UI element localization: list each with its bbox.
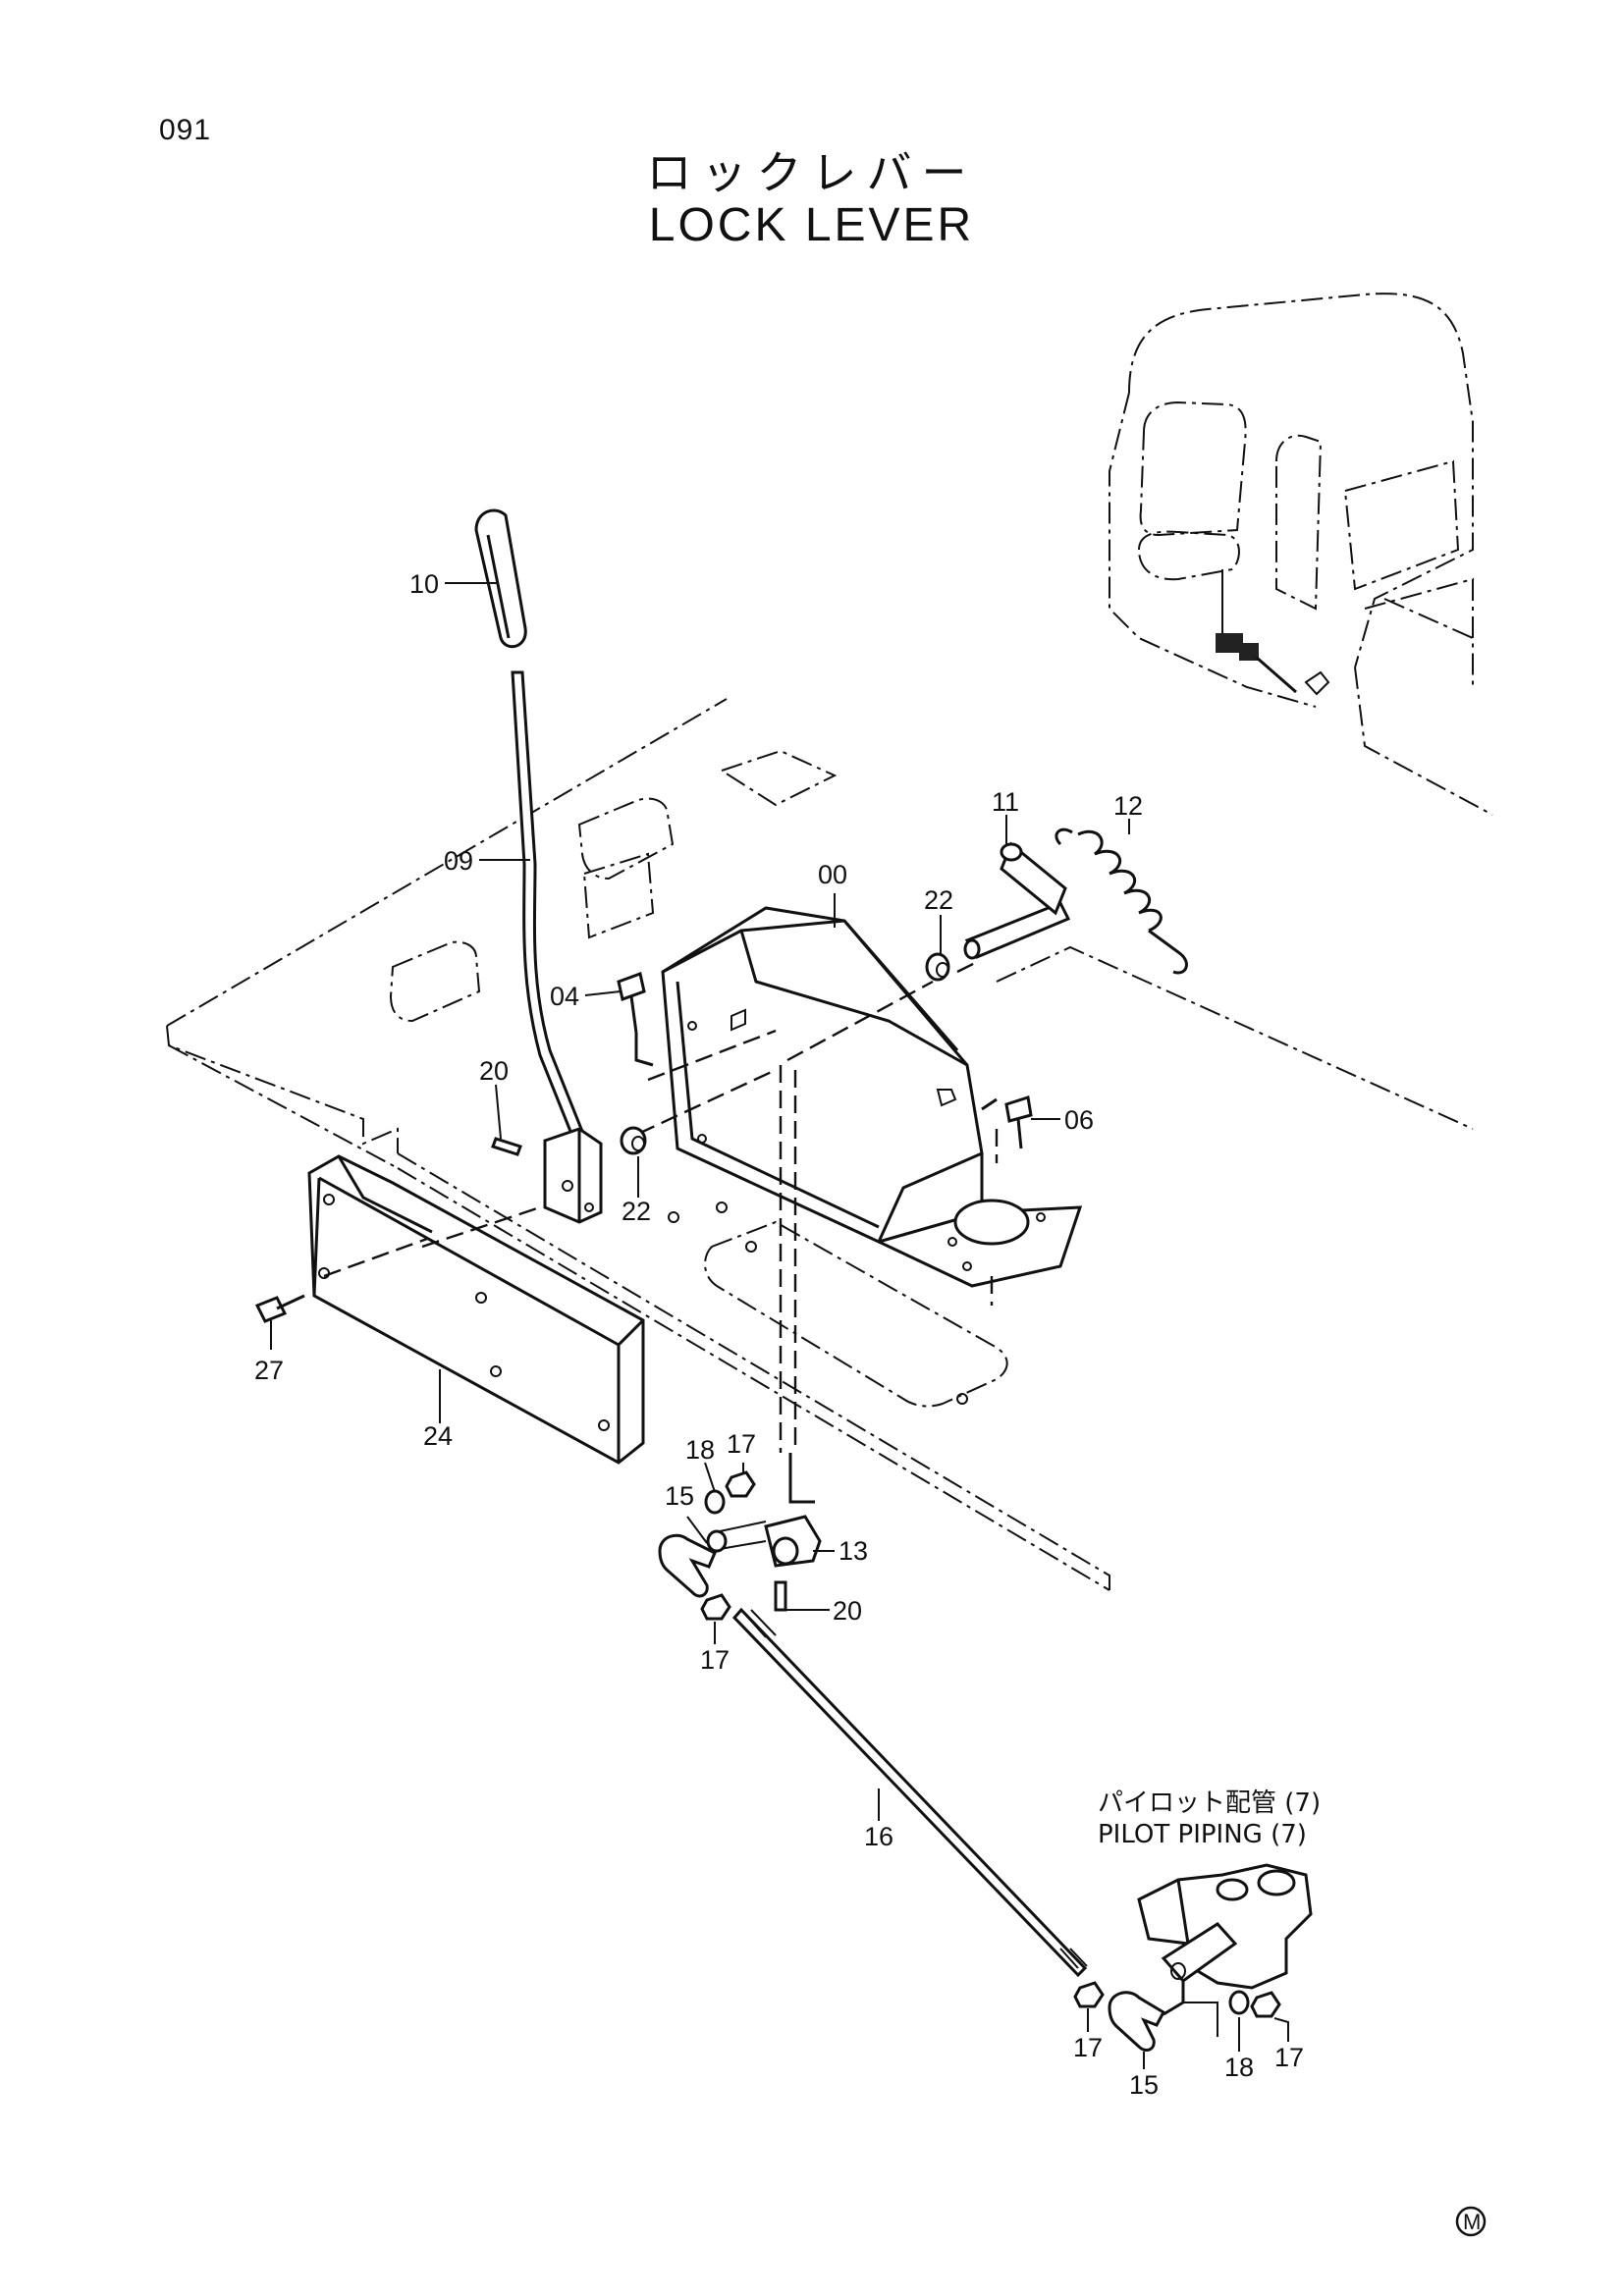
part-10-grip — [474, 508, 527, 649]
callout-15-lower: 15 — [1129, 2070, 1159, 2100]
part-11-pin — [963, 841, 1071, 960]
callout-15-upper: 15 — [665, 1481, 694, 1511]
part-16-rod — [731, 1607, 1088, 1978]
callout-17-c: 17 — [1073, 2033, 1103, 2062]
part-00-bracket — [661, 906, 1083, 1288]
pilot-valve — [1137, 1863, 1313, 2002]
callout-18-upper: 18 — [685, 1435, 715, 1465]
part-17-nut-b — [700, 1593, 731, 1621]
callout-18-lower: 18 — [1224, 2053, 1254, 2082]
page-number: 091 — [159, 114, 212, 146]
part-18-washer-lower — [1228, 1990, 1250, 2015]
part-17-nut-a — [725, 1470, 756, 1498]
callout-13: 13 — [839, 1536, 868, 1566]
callout-09: 09 — [444, 846, 473, 876]
callout-22-lower: 22 — [622, 1197, 651, 1226]
callout-17-d: 17 — [1274, 2043, 1304, 2072]
part-24-plate — [307, 1154, 645, 1465]
part-04-bolt — [617, 972, 654, 1067]
callout-04: 04 — [550, 982, 579, 1011]
part-22-bushing-lower — [620, 1126, 647, 1155]
part-18-washer-upper — [704, 1489, 726, 1515]
title-english: LOCK LEVER — [648, 199, 975, 251]
part-27-bolt — [254, 1294, 305, 1323]
callout-17-b: 17 — [700, 1645, 730, 1675]
part-15-rod-end-lower — [1108, 1991, 1184, 2052]
callout-labels: 10 09 00 11 12 22 04 06 20 22 27 24 18 1… — [254, 569, 1304, 2100]
callout-20-upper: 20 — [479, 1056, 509, 1086]
part-15-rod-end-upper — [658, 1533, 717, 1598]
cab-inset — [1109, 293, 1493, 816]
note-japanese: パイロット配管 (7) — [1098, 1789, 1321, 1818]
part-20-pin-upper — [491, 1137, 522, 1156]
part-17-nut-c — [1073, 1981, 1105, 2008]
alignment-lines — [323, 960, 999, 1558]
note-english: PILOT PIPING (7) — [1098, 1820, 1307, 1849]
part-20-pin-lower — [774, 1580, 787, 1612]
circled-m-mark: M — [1455, 2206, 1487, 2237]
callout-20-lower: 20 — [833, 1596, 862, 1626]
part-17-nut-d — [1250, 1991, 1281, 2018]
callout-17-a: 17 — [727, 1429, 756, 1459]
callout-22-upper: 22 — [924, 885, 953, 915]
callout-24: 24 — [423, 1421, 453, 1451]
callout-10: 10 — [409, 569, 439, 599]
leader-lines — [270, 582, 1289, 2069]
part-12-spring — [1055, 828, 1188, 975]
title-japanese: ロックレバー — [646, 146, 977, 199]
part-09-lever — [511, 670, 603, 1224]
pilot-piping-note: パイロット配管 (7) PILOT PIPING (7) — [1098, 1789, 1321, 1849]
callout-00: 00 — [818, 860, 847, 889]
callout-12: 12 — [1113, 791, 1143, 821]
part-22-bushing-upper — [925, 952, 950, 982]
callout-06: 06 — [1064, 1105, 1094, 1135]
mark-letter: M — [1463, 2210, 1481, 2234]
callout-11: 11 — [992, 787, 1019, 817]
floor-plate — [166, 698, 1474, 1591]
part-13-link — [706, 1453, 822, 1568]
callout-27: 27 — [254, 1356, 284, 1385]
part-06-bolt — [1004, 1095, 1033, 1149]
callout-16: 16 — [864, 1822, 893, 1851]
